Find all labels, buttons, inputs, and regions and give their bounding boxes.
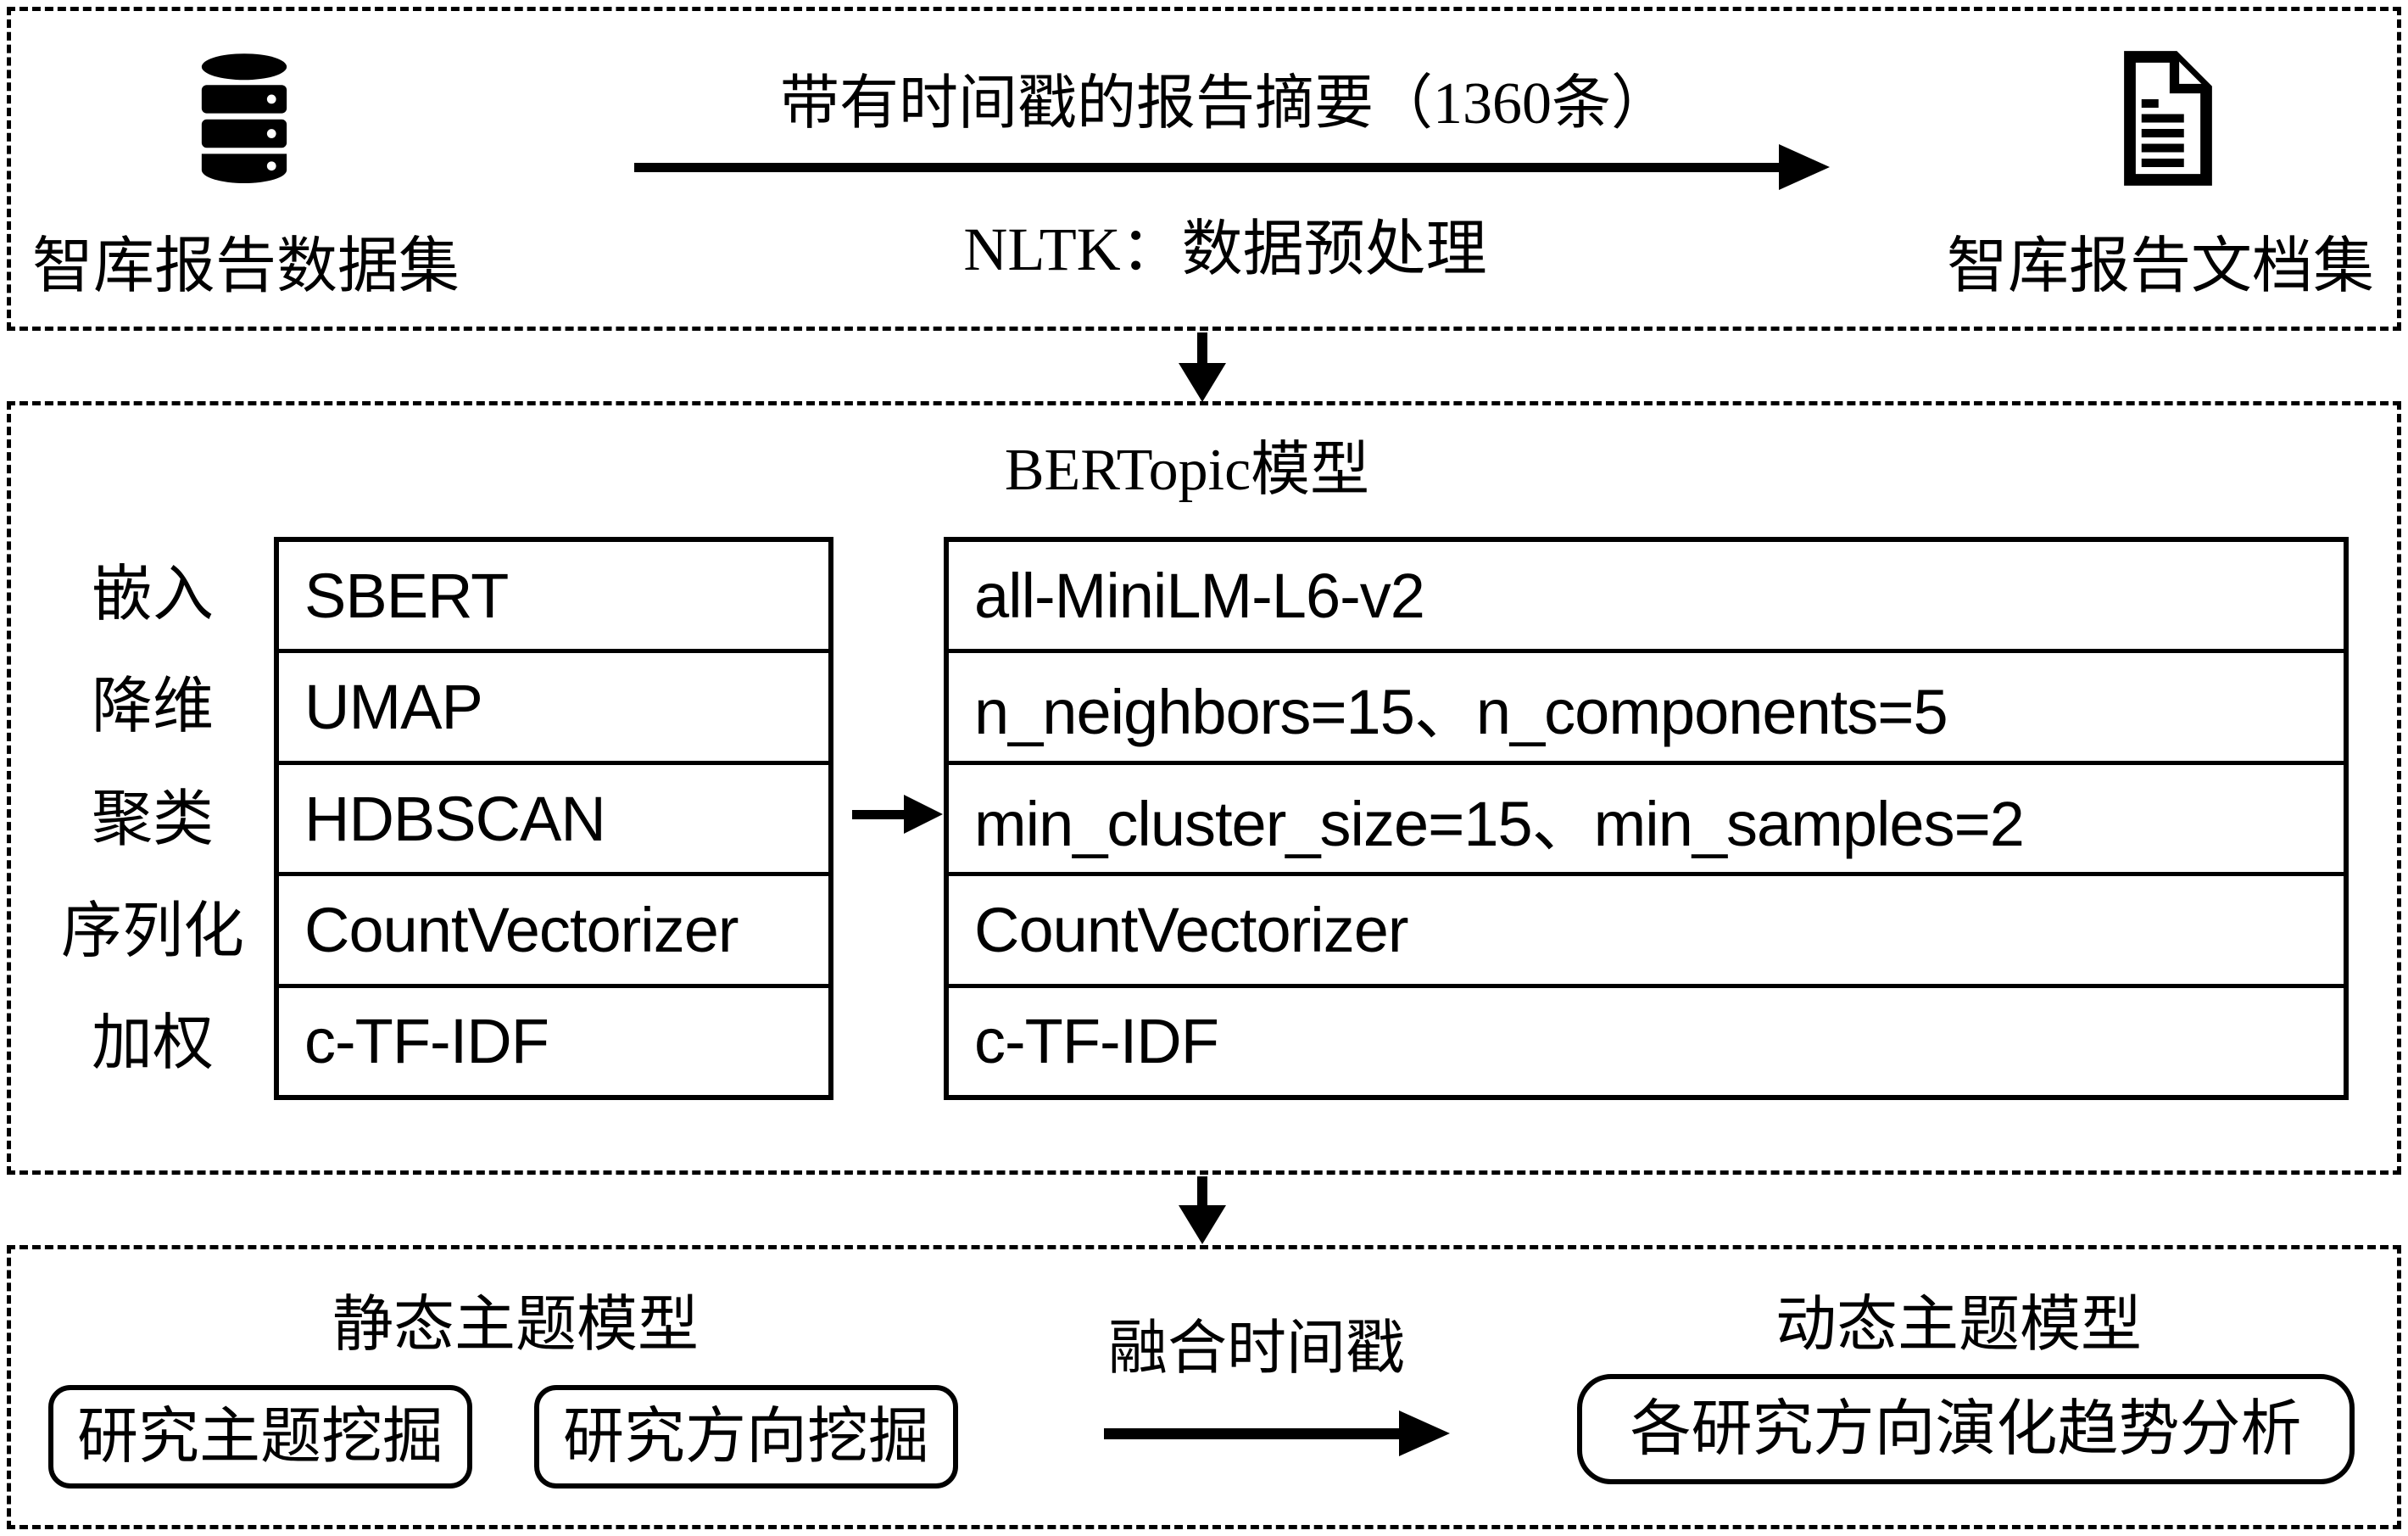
component-ctfidf: c-TF-IDF [304,1006,549,1077]
dataset-label: 智库报告数据集 [31,232,460,300]
tables-arrow-head [904,795,943,834]
evolution-trend-analysis-label: 各研究方向演化趋势分析 [1630,1395,2302,1463]
step-label-clustering: 聚类 [91,785,214,853]
input-section-box [7,7,2401,331]
step-label-dimreduction: 降维 [91,673,214,740]
step-label-embedding: 嵌入 [91,561,214,628]
research-direction-mining-box: 研究方向挖掘 [534,1385,958,1489]
top-arrow-shaft [634,163,1781,172]
table-row: UMAP [279,649,828,760]
document-set-label: 智库报告文档集 [1946,232,2375,300]
param-hdbscan: min_cluster_size=15、min_samples=2 [974,788,2025,859]
section-arrow-1-head [1179,363,1226,402]
research-topic-mining-box: 研究主题挖掘 [48,1385,472,1489]
table-row: SBERT [279,542,828,649]
component-table: SBERT UMAP HDBSCAN CountVectorizer c-TF-… [274,537,833,1100]
static-topic-model-title: 静态主题模型 [332,1291,700,1359]
section-arrow-2-shaft [1197,1176,1207,1207]
component-hdbscan: HDBSCAN [304,783,606,854]
arrow-top-label: 带有时间戳的报告摘要（1360条） [780,71,1670,137]
table-row: all-MiniLM-L6-v2 [949,542,2344,649]
param-umap: n_neighbors=15、n_components=5 [974,677,1948,748]
component-countvectorizer: CountVectorizer [304,894,739,965]
param-ctfidf: c-TF-IDF [974,1006,1219,1077]
table-row: c-TF-IDF [949,983,2344,1095]
research-topic-mining-label: 研究主题挖掘 [76,1403,443,1471]
table-row: HDBSCAN [279,760,828,872]
research-direction-mining-label: 研究方向挖掘 [562,1403,929,1471]
parameter-table: all-MiniLM-L6-v2 n_neighbors=15、n_compon… [944,537,2349,1100]
table-row: n_neighbors=15、n_components=5 [949,649,2344,760]
tables-arrow-shaft [852,810,906,819]
fusion-arrow-shaft [1104,1428,1402,1439]
table-row: min_cluster_size=15、min_samples=2 [949,760,2344,872]
step-label-weighting: 加权 [91,1009,214,1077]
dynamic-topic-model-title: 动态主题模型 [1775,1291,2143,1359]
table-row: CountVectorizer [279,872,828,983]
fusion-timestamp-label: 融合时间戳 [1108,1316,1405,1382]
section-arrow-2-head [1179,1205,1226,1244]
step-label-serialization: 序列化 [60,897,244,965]
param-countvectorizer: CountVectorizer [974,894,1408,965]
bertopic-title: BERTopic模型 [1004,438,1370,503]
top-arrow-head [1779,144,1830,190]
nltk-label: NLTK：数据预处理 [963,215,1487,283]
component-umap: UMAP [304,672,483,743]
bertopic-section-box [7,401,2401,1175]
param-embedding-model: all-MiniLM-L6-v2 [974,560,1425,631]
document-icon [2109,49,2215,187]
table-row: c-TF-IDF [279,983,828,1095]
fusion-arrow-head [1399,1410,1450,1456]
table-row: CountVectorizer [949,872,2344,983]
section-arrow-1-shaft [1197,332,1207,365]
database-icon [193,53,295,188]
output-section-box [7,1245,2401,1529]
evolution-trend-analysis-box: 各研究方向演化趋势分析 [1577,1374,2355,1484]
component-sbert: SBERT [304,560,509,631]
